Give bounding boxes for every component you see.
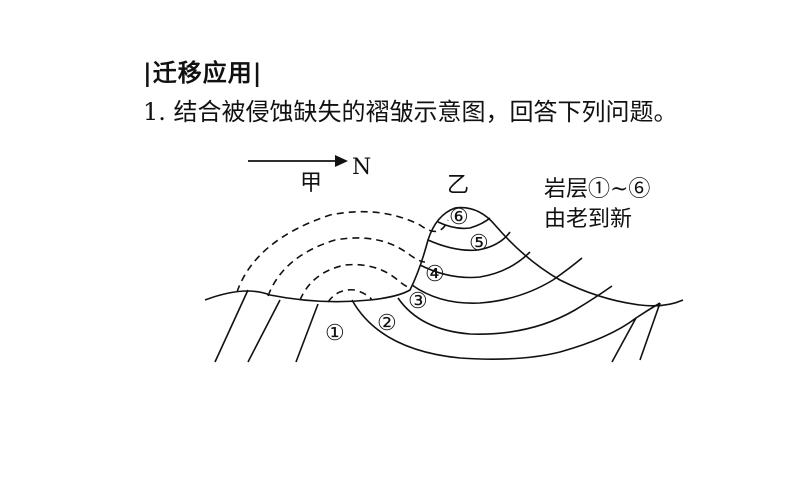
left-label-jia: 甲 — [300, 171, 322, 196]
syncline-line-6 — [437, 217, 491, 230]
legend-line-2: 由老到新 — [544, 207, 632, 232]
syncline-line-2 — [397, 285, 613, 335]
section-title: |迁移应用| — [143, 58, 263, 87]
left-limb-line-3 — [295, 303, 319, 363]
syncline-line-5 — [427, 231, 511, 252]
eroded-layer-dashed-3 — [299, 263, 411, 301]
layer-label-3: ③ — [408, 289, 428, 314]
left-limb-line-1 — [214, 289, 249, 363]
layer-label-2: ② — [377, 311, 397, 336]
eroded-layer-dashed-2 — [267, 237, 426, 297]
syncline-line-4 — [419, 251, 531, 279]
layer-label-1: ① — [325, 321, 345, 346]
right-limb-line-1 — [611, 317, 637, 363]
syncline-line-1 — [351, 299, 661, 360]
eroded-layer-dashed-1 — [236, 210, 449, 293]
layer-label-6: ⑥ — [449, 205, 469, 230]
syncline-line-3 — [411, 257, 583, 304]
right-label-yi: 乙 — [447, 173, 469, 198]
north-arrow — [248, 155, 348, 167]
right-limb-line-2 — [639, 302, 661, 361]
rock-layers — [204, 206, 684, 363]
direction-label: N — [352, 155, 371, 180]
question-text: 1. 结合被侵蚀缺失的褶皱示意图，回答下列问题。 — [143, 98, 678, 126]
left-limb-line-2 — [247, 299, 281, 363]
layer-label-4: ④ — [425, 262, 445, 287]
legend-line-1: 岩层①~⑥ — [544, 177, 650, 202]
layer-label-5: ⑤ — [469, 231, 489, 256]
